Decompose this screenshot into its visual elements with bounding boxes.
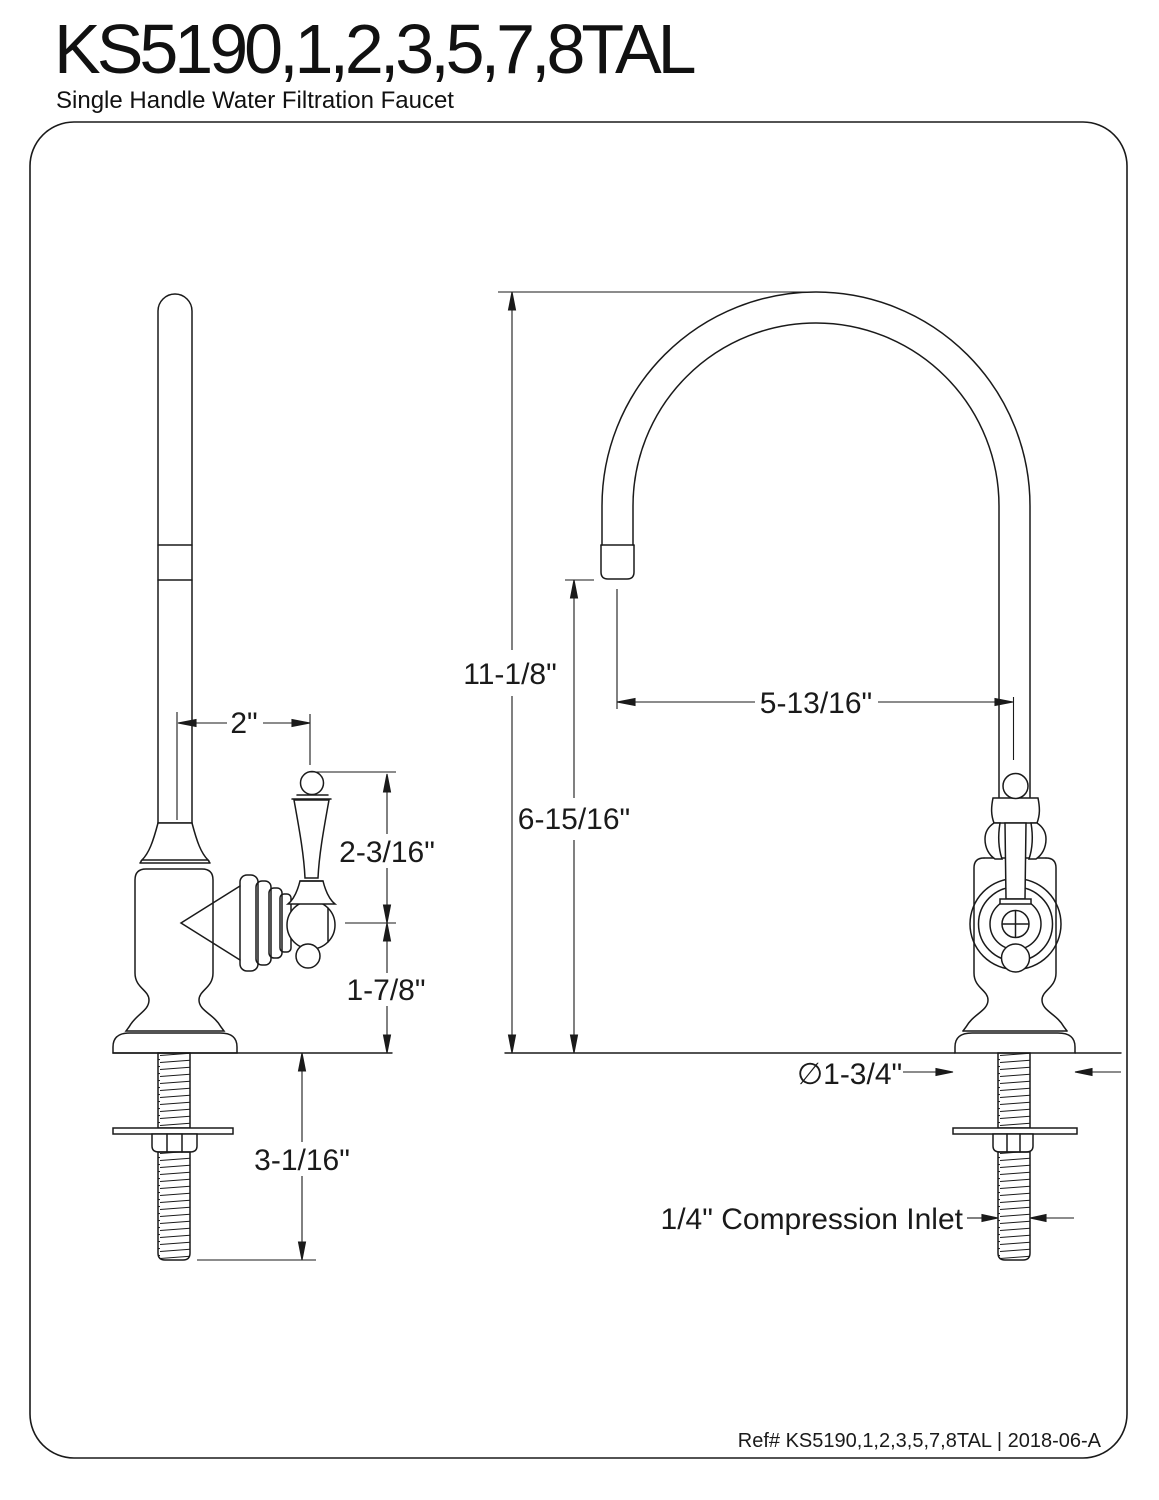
handle-skirt-side [285,880,338,905]
handle-collar-front [990,797,1041,824]
faucet-body-side [124,868,226,1032]
bell-ring-3 [268,887,283,959]
inlet-label: 1/4" Compression Inlet [661,1203,964,1236]
threaded-shank-upper-front [997,1052,1031,1129]
page-subtitle: Single Handle Water Filtration Faucet [56,87,454,114]
side-view [112,293,393,1261]
dim-spout-reach-label: 5-13/16" [760,687,872,720]
bell-ring-2 [255,880,272,966]
footer-reference: Ref# KS5190,1,2,3,5,7,8TAL | 2018-06-A [738,1430,1102,1452]
side-view-dimensions [176,712,396,1261]
handle-hub-ball-side [295,943,321,969]
dim-handle-height-label: 2-3/16" [339,836,435,869]
handle-end-ball-front [1000,943,1031,973]
dim-spout-clearance-label: 6-15/16" [518,803,630,836]
washer-front [952,1127,1078,1135]
dim-deck-to-handle-label: 1-7/8" [346,974,425,1007]
threaded-shank-lower-front [997,1151,1031,1261]
handle-lever-side [293,799,330,879]
washer-side [112,1127,234,1135]
bell-ring-1 [239,874,259,972]
handle-ball-side [299,770,325,796]
body-right-front [1041,857,1068,1032]
front-view-dimensions [498,291,1121,1223]
dim-overall-height-label: 11-1/8" [463,658,557,691]
dim-below-counter-label: 3-1/16" [254,1144,350,1177]
dim-spout-to-handle-label: 2" [230,707,257,740]
handle-ball-front [1002,772,1029,800]
valve-cone-side [179,885,241,961]
threaded-shank-lower-side [157,1151,191,1261]
page-title: KS5190,1,2,3,5,7,8TAL [54,10,697,88]
base-plate-front [954,1032,1076,1054]
handle-wing-right [1027,822,1047,860]
dim-base-diameter-label: ∅1-3/4" [797,1058,902,1091]
spout-pipe-side [157,293,193,824]
threaded-shank-upper-side [157,1052,191,1129]
front-view [504,291,1122,1261]
mounting-nut-side [151,1133,198,1153]
mounting-nut-front [992,1133,1034,1153]
spout-tip-front [600,544,635,580]
gooseneck-inner [632,322,1000,798]
gooseneck-outer [601,291,1031,798]
spout-flare-side [140,822,210,861]
handle-lever-front [1004,822,1027,900]
body-left-front [962,857,989,1032]
drawing-border [29,121,1128,1459]
screw-cross-icon [1002,910,1029,938]
handle-wing-left [984,822,1004,860]
base-plate-side [112,1032,238,1054]
